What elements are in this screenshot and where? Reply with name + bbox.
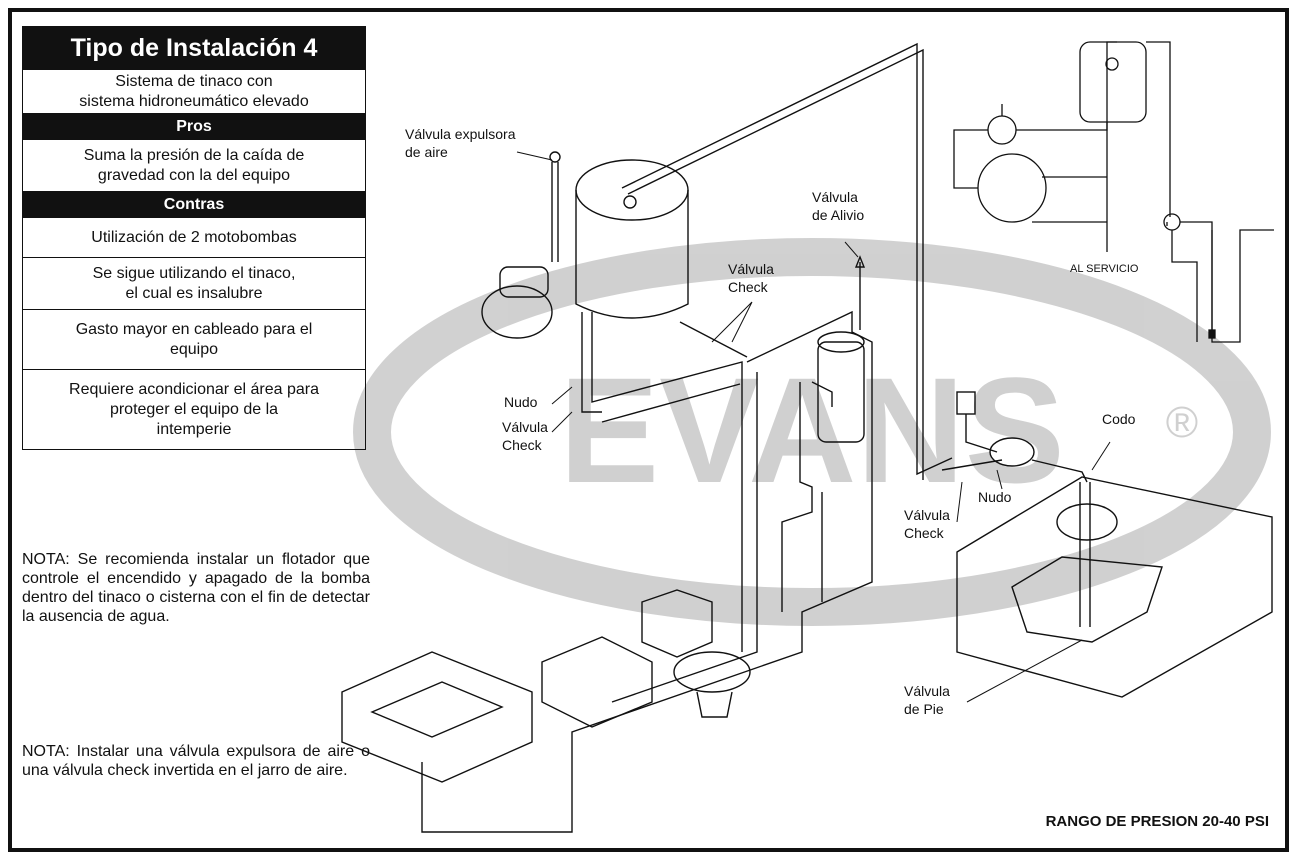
pressure-tank-left xyxy=(481,285,553,339)
label-valvula-pie-2: de Pie xyxy=(904,701,944,717)
cistern xyxy=(956,476,1273,698)
pros-item: Suma la presión de la caída de gravedad … xyxy=(22,140,366,192)
label-valvula-expulsora-1: Válvula expulsora xyxy=(405,126,516,142)
leader-lines xyxy=(516,151,1111,703)
label-nudo-left: Nudo xyxy=(504,394,538,410)
contras-item: Gasto mayor en cableado para el equipo xyxy=(22,310,366,370)
note-expulsora: NOTA: Instalar una válvula expulsora de … xyxy=(22,743,370,779)
al-servicio-label: AL SERVICIO xyxy=(1070,263,1139,275)
registered-mark: ® xyxy=(1166,398,1198,447)
pump-schematic xyxy=(987,115,1017,145)
pros-header: Pros xyxy=(22,114,366,140)
installation-diagram: EVANS ® AL SERVICIO xyxy=(341,41,1274,833)
label-valvula-alivio-2: de Alivio xyxy=(812,207,864,223)
contras-item: Se sigue utilizando el tinaco, el cual e… xyxy=(22,258,366,310)
air-valve-icon xyxy=(549,151,561,163)
contras-header: Contras xyxy=(22,192,366,218)
toilet-tank xyxy=(641,589,713,658)
water-heater xyxy=(817,341,865,443)
laundry-sink xyxy=(341,651,533,783)
label-valvula-expulsora-2: de aire xyxy=(405,144,448,160)
contras-item: Utilización de 2 motobombas xyxy=(22,218,366,258)
pressure-tank-schematic xyxy=(977,153,1047,223)
label-codo: Codo xyxy=(1102,411,1136,427)
label-nudo-right: Nudo xyxy=(978,489,1012,505)
wash-basin xyxy=(541,636,653,728)
label-valvula-pie-1: Válvula xyxy=(904,683,950,699)
pump-right xyxy=(989,437,1035,467)
tank-schematic xyxy=(1079,41,1147,123)
label-valvula-check-top-2: Check xyxy=(728,279,769,295)
contras-item: Requiere acondicionar el área para prote… xyxy=(22,370,366,450)
diagram-labels: Válvula expulsora de aire Válvula de Ali… xyxy=(405,126,1136,717)
diagram-frame: EVANS ® AL SERVICIO xyxy=(8,8,1289,852)
panel-subtitle: Sistema de tinaco con sistema hidroneumá… xyxy=(22,70,366,114)
elevated-tank xyxy=(575,159,689,221)
toilet-bowl xyxy=(673,651,751,693)
system-schematic: AL SERVICIO xyxy=(953,41,1274,343)
pump-left xyxy=(499,266,549,298)
note-flotador: NOTA: Se recomienda instalar un flotador… xyxy=(22,551,370,625)
piping xyxy=(341,42,1273,833)
label-valvula-check-right-2: Check xyxy=(904,525,945,541)
panel-title: Tipo de Instalación 4 xyxy=(22,26,366,70)
pressure-range: RANGO DE PRESION 20-40 PSI xyxy=(1045,813,1269,830)
label-valvula-alivio-1: Válvula xyxy=(812,189,858,205)
watermark-text: EVANS xyxy=(559,346,1065,514)
label-valvula-check-right-1: Válvula xyxy=(904,507,950,523)
label-valvula-check-left-1: Válvula xyxy=(502,419,548,435)
info-panel: Tipo de Instalación 4 Sistema de tinaco … xyxy=(22,26,366,450)
label-valvula-check-left-2: Check xyxy=(502,437,543,453)
label-valvula-check-top-1: Válvula xyxy=(728,261,774,277)
